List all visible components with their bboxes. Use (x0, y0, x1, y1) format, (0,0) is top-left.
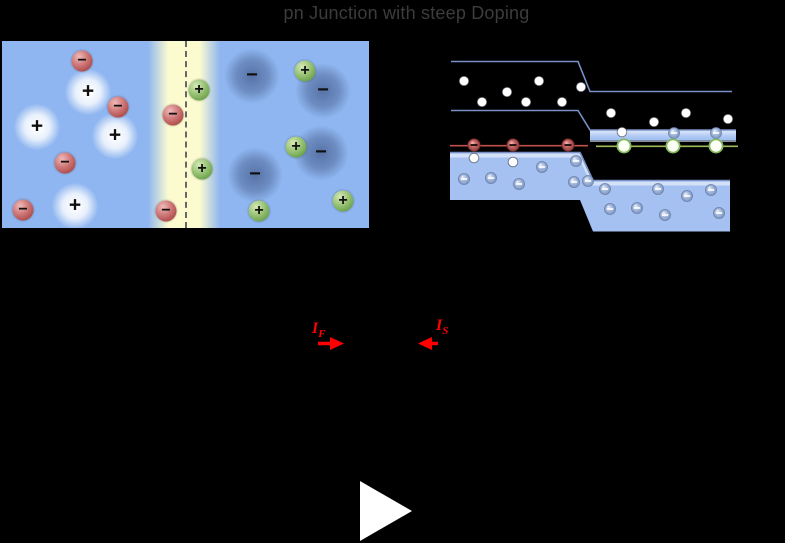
donor-ion-symbol: + (254, 201, 264, 219)
band-hole (605, 107, 617, 119)
valence-band-highlight (450, 153, 730, 186)
acceptor-ion: − (107, 96, 129, 118)
band-donor-state (708, 138, 724, 154)
acceptor-ion-symbol: − (18, 200, 28, 218)
donor-ion: + (285, 136, 307, 158)
acceptor-ion: − (155, 200, 177, 222)
crystal-view: ++++−−−−−−−−−−++++++ (2, 41, 369, 228)
band-hole (575, 81, 587, 93)
donor-ion-symbol: + (300, 61, 310, 79)
electron-particle-symbol: − (317, 79, 329, 102)
band-donor-state (616, 138, 632, 154)
hole-particle-symbol: + (108, 123, 122, 147)
band-hole (680, 107, 692, 119)
conduction-band-upper-edge (451, 60, 732, 93)
electron-particle-symbol: − (315, 141, 327, 164)
acceptor-ion: − (12, 199, 34, 221)
donor-ion: + (332, 190, 354, 212)
play-icon (360, 481, 412, 541)
band-hole (507, 156, 519, 168)
donor-ion: + (294, 60, 316, 82)
acceptor-ion-symbol: − (168, 105, 178, 123)
acceptor-ion-symbol: − (77, 51, 87, 69)
band-hole (556, 96, 568, 108)
acceptor-ion: − (162, 104, 184, 126)
electron-particle: − (224, 48, 280, 104)
hole-particle: + (52, 183, 98, 228)
acceptor-ion: − (54, 152, 76, 174)
acceptor-ion-symbol: − (161, 201, 171, 219)
band-hole (476, 96, 488, 108)
band-diagram (450, 60, 738, 232)
electron-particle: − (227, 147, 283, 203)
acceptor-ion-symbol: − (60, 153, 70, 171)
electron-particle-symbol: − (249, 163, 261, 186)
hole-particle-symbol: + (30, 114, 44, 138)
donor-ion: + (191, 158, 213, 180)
band-hole (648, 116, 660, 128)
donor-ion-symbol: + (197, 159, 207, 177)
hole-particle-symbol: + (81, 79, 95, 103)
valence-band-top-edge (450, 151, 730, 182)
acceptor-ion-symbol: − (113, 97, 123, 115)
band-hole (468, 152, 480, 164)
band-hole (520, 96, 532, 108)
hole-particle: + (14, 104, 60, 150)
band-hole (722, 113, 734, 125)
donor-ion: + (248, 200, 270, 222)
donor-ion-symbol: + (291, 137, 301, 155)
band-hole (533, 75, 545, 87)
hole-particle: + (65, 69, 111, 115)
donor-ion: + (188, 79, 210, 101)
conduction-band-electron-pool (590, 129, 736, 141)
junction-depletion-stripe (148, 41, 220, 228)
conduction-band-lower-edge (451, 109, 736, 131)
donor-ion-symbol: + (338, 191, 348, 209)
play-button[interactable] (360, 481, 412, 541)
band-hole (501, 86, 513, 98)
band-hole (458, 75, 470, 87)
electron-particle-symbol: − (246, 64, 258, 87)
hole-particle: + (92, 113, 138, 159)
band-donor-state (665, 138, 681, 154)
forward-current-label: IF (312, 320, 326, 341)
hole-particle-symbol: + (68, 193, 82, 217)
acceptor-ion: − (71, 50, 93, 72)
reverse-current-label: IS (436, 317, 449, 338)
forward-current-arrow (318, 337, 344, 350)
simulation-title: pn Junction with steep Doping (283, 3, 530, 23)
band-hole (616, 126, 628, 138)
donor-ion-symbol: + (194, 80, 204, 98)
junction-dashed-line (185, 41, 187, 228)
reverse-current-arrow (418, 337, 438, 350)
